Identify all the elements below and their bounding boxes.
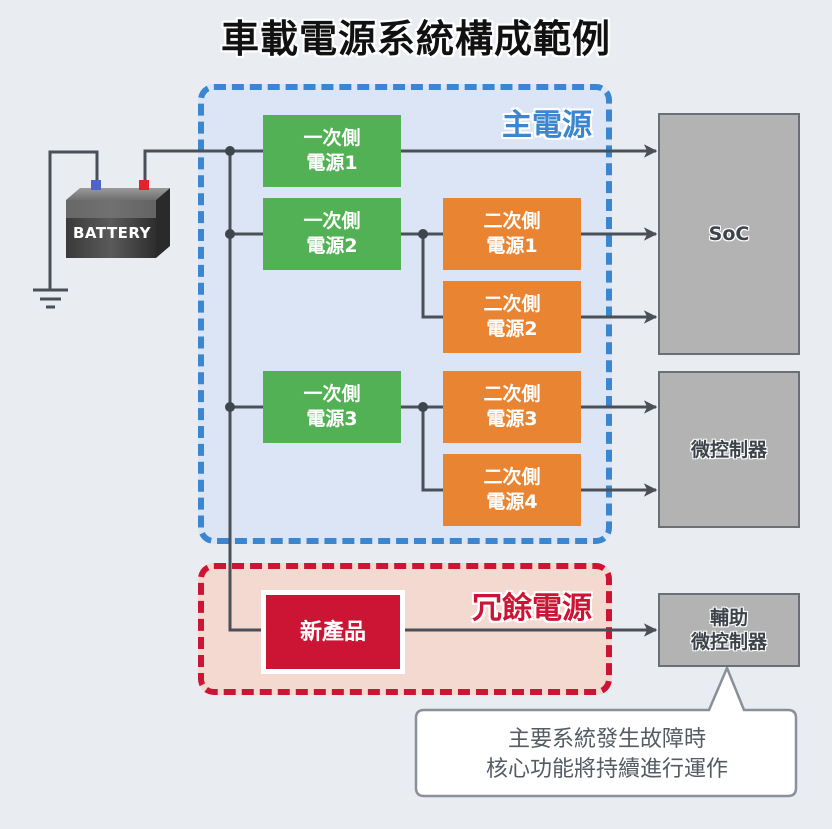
aux-mcu-line2: 微控制器 xyxy=(690,631,767,653)
junction-dot xyxy=(225,229,235,239)
main-power-zone-label: 主電源 xyxy=(502,108,592,143)
battery-positive-terminal xyxy=(139,180,149,190)
ground-wire xyxy=(48,150,99,290)
mcu-label: 微控制器 xyxy=(690,438,767,461)
secondary-supply-1-line1: 二次側 xyxy=(483,210,541,232)
secondary-supply-1-line2: 電源1 xyxy=(486,235,538,257)
battery-negative-terminal xyxy=(91,180,101,190)
secondary-supply-4-line2: 電源4 xyxy=(486,491,538,513)
secondary-supply-2-line2: 電源2 xyxy=(486,318,538,340)
soc-box: SoC xyxy=(658,113,800,355)
battery-label: BATTERY xyxy=(72,224,152,242)
primary-supply-2-line2: 電源2 xyxy=(306,235,358,257)
primary-supply-2: 一次側 電源2 xyxy=(263,198,401,270)
secondary-supply-3: 二次側 電源3 xyxy=(443,371,581,443)
junction-dot xyxy=(418,402,428,412)
secondary-supply-4: 二次側 電源4 xyxy=(443,454,581,526)
callout-bubble xyxy=(414,664,798,798)
new-product-box: 新產品 xyxy=(261,590,405,674)
junction-dot xyxy=(418,229,428,239)
new-product-label: 新產品 xyxy=(299,619,366,645)
secondary-supply-1: 二次側 電源1 xyxy=(443,198,581,270)
battery-positive-wire xyxy=(143,149,263,182)
junction-dot xyxy=(225,402,235,412)
callout-line1: 主要系統發生故障時 xyxy=(507,727,706,752)
battery-icon xyxy=(66,180,170,258)
redundant-power-zone-label: 冗餘電源 xyxy=(472,591,592,626)
primary-supply-1-line2: 電源1 xyxy=(306,152,358,174)
aux-mcu-line1: 輔助 xyxy=(709,607,748,629)
secondary-supply-4-line1: 二次側 xyxy=(483,466,541,488)
callout-text: 主要系統發生故障時 核心功能將持續進行運作 xyxy=(418,716,796,794)
aux-mcu-box: 輔助 微控制器 xyxy=(658,593,800,667)
callout-line2: 核心功能將持續進行運作 xyxy=(485,757,728,782)
primary-supply-2-line1: 一次側 xyxy=(303,210,361,232)
diagram-title: 車載電源系統構成範例 xyxy=(220,17,611,61)
main-bus xyxy=(228,151,263,632)
junction-dot xyxy=(225,146,235,156)
primary-supply-1-line1: 一次側 xyxy=(303,127,361,149)
primary-2-branch xyxy=(421,234,443,319)
soc-label: SoC xyxy=(708,223,750,245)
primary-supply-3: 一次側 電源3 xyxy=(263,371,401,443)
mcu-box: 微控制器 xyxy=(658,371,800,528)
secondary-supply-3-line2: 電源3 xyxy=(486,408,538,430)
secondary-supply-2: 二次側 電源2 xyxy=(443,281,581,353)
primary-supply-3-line1: 一次側 xyxy=(303,383,361,405)
primary-supply-1: 一次側 電源1 xyxy=(263,115,401,187)
primary-3-branch xyxy=(421,407,443,492)
primary-supply-3-line2: 電源3 xyxy=(306,408,358,430)
secondary-supply-3-line1: 二次側 xyxy=(483,383,541,405)
secondary-supply-2-line1: 二次側 xyxy=(483,293,541,315)
